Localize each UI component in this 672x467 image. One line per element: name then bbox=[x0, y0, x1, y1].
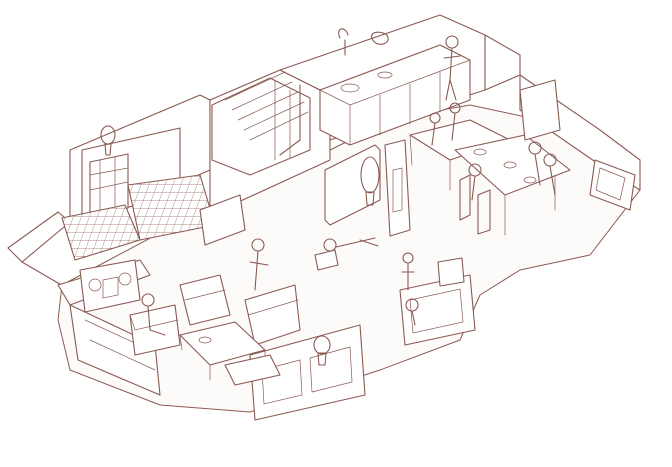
interior-walls bbox=[199, 139, 411, 246]
dining-area bbox=[409, 119, 571, 236]
armchair-left bbox=[129, 304, 181, 356]
fireplace bbox=[61, 127, 216, 261]
standing-child bbox=[401, 252, 415, 291]
standing-person bbox=[249, 238, 269, 291]
armchair-right bbox=[244, 284, 301, 346]
seated-person bbox=[141, 293, 166, 336]
ground-slab bbox=[7, 211, 71, 291]
staircase bbox=[211, 71, 311, 176]
kitchen-counter bbox=[319, 44, 471, 146]
mantel-plant bbox=[100, 125, 116, 156]
front-plant bbox=[313, 335, 331, 366]
shelf-plants bbox=[338, 28, 389, 56]
armchair-center bbox=[179, 274, 231, 326]
front-walls bbox=[249, 274, 476, 421]
child-lying-on-floor bbox=[314, 237, 379, 271]
kitchen-person bbox=[443, 35, 461, 101]
diners bbox=[429, 102, 557, 201]
footstool bbox=[224, 354, 281, 386]
stereo-system bbox=[79, 259, 141, 313]
tv-screen bbox=[437, 257, 465, 287]
right-wall-unit bbox=[519, 79, 636, 211]
toddler bbox=[405, 298, 419, 326]
tall-plant bbox=[360, 156, 380, 206]
